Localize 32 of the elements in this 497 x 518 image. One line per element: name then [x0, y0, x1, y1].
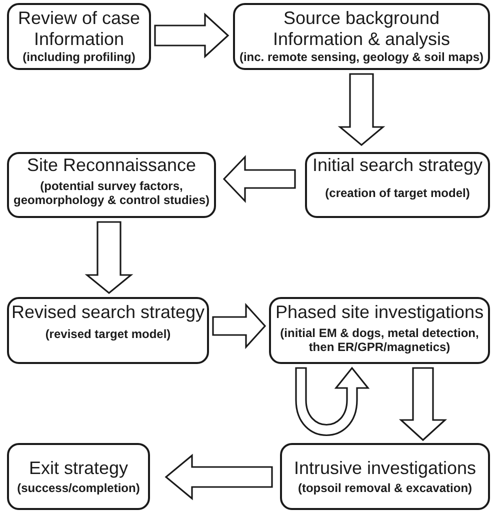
step-note: (revised target model) [45, 327, 171, 341]
step-title: Revised search strategy [11, 302, 205, 323]
step-title: Site Reconnaissance [26, 155, 196, 176]
process-box [305, 152, 490, 218]
block-arrow [164, 454, 273, 500]
block-arrow [222, 155, 296, 203]
step-note: (topsoil removal & excavation) [298, 481, 472, 495]
process-box [233, 3, 490, 70]
step-title: Phased site investigations [275, 302, 484, 323]
process-box [280, 443, 490, 510]
process-box [269, 297, 490, 364]
process-box [7, 152, 216, 218]
process-box [7, 3, 151, 70]
step-title: Exit strategy [28, 458, 128, 479]
step-note: (potential survey factors, geomorphology & control studies) [12, 179, 210, 207]
block-arrow [84, 221, 134, 294]
process-box [7, 443, 150, 510]
step-note: (inc. remote sensing, geology & soil maps) [239, 50, 484, 64]
step-note: (initial EM & dogs, metal detection, then ER/GPR/magnetics) [279, 326, 480, 354]
block-arrow [212, 302, 266, 350]
step-title: Intrusive investigations [294, 458, 476, 479]
step-title: Source background Information & analysis [272, 8, 452, 50]
step-note: (including profiling) [22, 50, 136, 64]
block-arrow [398, 367, 448, 442]
step-note: (success/completion) [17, 481, 140, 495]
step-title: Review of case Information [16, 8, 142, 50]
step-title: Initial search strategy [312, 155, 483, 176]
block-arrow [338, 73, 386, 146]
block-arrow [154, 12, 230, 58]
u-turn-arrow [295, 367, 369, 436]
step-note: (creation of target model) [325, 186, 470, 200]
process-box [7, 297, 209, 364]
